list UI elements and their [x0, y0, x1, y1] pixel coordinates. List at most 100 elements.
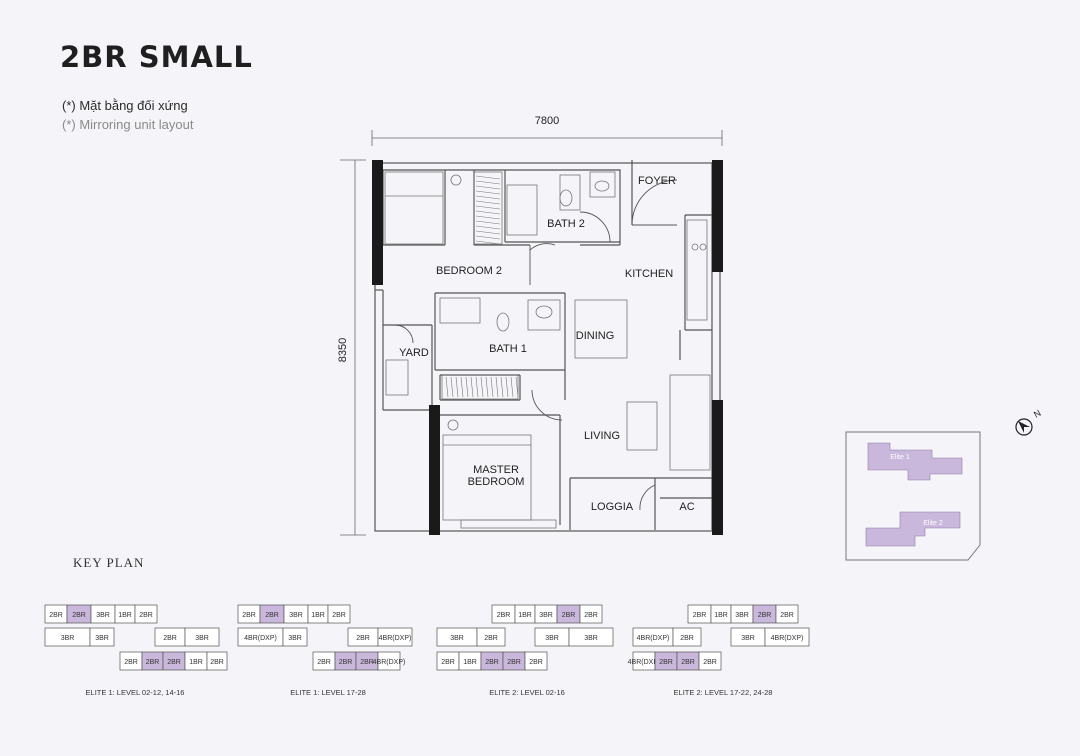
room-living: LIVING [584, 430, 620, 442]
keyplan-unit [568, 627, 614, 647]
hatch-line [445, 376, 449, 398]
keyplan-unit-label: 3BR [545, 635, 559, 642]
keyplan-unit-label: 4BR(DXP) [379, 635, 412, 642]
hatch-line [475, 376, 479, 398]
hatch-line [475, 225, 501, 230]
keyplan-unit-label: 2BR [680, 635, 694, 642]
keyplan-unit-label: 2BR [484, 635, 498, 642]
dimension-lines [340, 130, 723, 536]
hatch-line [475, 180, 501, 185]
hatch-line [475, 240, 501, 245]
keyplan-unit [672, 627, 702, 647]
height-dimension: 8350 [337, 338, 349, 362]
furniture [384, 171, 711, 529]
room-master-line2: BEDROOM [468, 476, 525, 488]
svg-text:N: N [1032, 408, 1043, 420]
north-arrow-icon: N [1015, 408, 1043, 436]
keyplan-unit-label: 3BR [735, 612, 749, 619]
keyplan-unit-label: 3BR [288, 635, 302, 642]
hatch-line [510, 376, 514, 398]
room-kitchen: KITCHEN [625, 268, 673, 280]
hatch-line [475, 230, 501, 235]
hatch-line [515, 376, 519, 398]
site-elite1-label: Elite 1 [890, 454, 910, 461]
site-plan: Elite 1 Elite 2 [845, 431, 981, 561]
keyplan-unit-label: 2BR [356, 635, 370, 642]
keyplan-unit [476, 627, 506, 647]
hatch-line [475, 195, 501, 200]
hatch-line [475, 220, 501, 225]
keyplan-unit-label: 2BR [339, 659, 353, 666]
wardrobes [441, 171, 519, 400]
keyplan-unit-label: 2BR [146, 659, 160, 666]
keyplan-unit [377, 627, 413, 647]
keyplan-unit-label: 2BR [693, 612, 707, 619]
room-foyer: FOYER [638, 175, 676, 187]
keyplan-unit-label: 1BR [463, 659, 477, 666]
site-elite2-label: Elite 2 [923, 520, 943, 527]
wardrobe-hatch [445, 175, 519, 398]
keyplan-unit-label: 1BR [518, 612, 532, 619]
hatch-line [475, 210, 501, 215]
room-loggia: LOGGIA [591, 501, 634, 513]
keyplan-unit-label: 3BR [95, 635, 109, 642]
keyplan-unit-label: 2BR [242, 612, 256, 619]
keyplan-unit-label: 2BR [562, 612, 576, 619]
hatch-line [450, 376, 454, 398]
hatch-line [495, 376, 499, 398]
keyplan-unit-label: 4BR(DXP) [244, 635, 277, 642]
keyplan-unit-label: 2BR [584, 612, 598, 619]
room-yard: YARD [399, 347, 429, 359]
keyplan-unit [282, 627, 308, 647]
keyplan-unit-label: 2BR [507, 659, 521, 666]
room-bedroom2: BEDROOM 2 [436, 265, 502, 277]
keyplan-caption: ELITE 2: LEVEL 17-22, 24-28 [674, 688, 773, 697]
keyplan-unit-label: 3BR [450, 635, 464, 642]
keyplan-unit-label: 2BR [485, 659, 499, 666]
keyplan-unit-label: 2BR [317, 659, 331, 666]
keyplan-unit-label: 1BR [714, 612, 728, 619]
exterior-walls [372, 160, 723, 535]
keyplan-unit-label: 2BR [681, 659, 695, 666]
keyplan-unit [184, 627, 220, 647]
keyplan-unit-label: 2BR [265, 612, 279, 619]
keyplan-unit-label: 3BR [195, 635, 209, 642]
keyplan-unit-label: 2BR [72, 612, 86, 619]
hatch-line [475, 200, 501, 205]
keyplan-unit-label: 1BR [118, 612, 132, 619]
hatch-line [485, 376, 489, 398]
width-dimension: 7800 [535, 115, 559, 127]
room-master-line1: MASTER [473, 464, 519, 476]
room-bath1: BATH 1 [489, 343, 527, 355]
keyplan-unit-label: 4BR(DXP) [637, 635, 670, 642]
hatch-line [455, 376, 459, 398]
hatch-line [475, 235, 501, 240]
room-ac: AC [679, 501, 694, 513]
keyplan-unit [524, 651, 548, 671]
keyplan-unit-label: 3BR [584, 635, 598, 642]
door-swings [394, 179, 678, 511]
keyplan-caption: ELITE 2: LEVEL 02-16 [489, 688, 565, 697]
hatch-line [490, 376, 494, 398]
hatch-line [470, 376, 474, 398]
keyplan-unit [134, 604, 158, 624]
keyplan-unit [206, 651, 228, 671]
mirror-note-en: (*) Mirroring unit layout [62, 117, 194, 132]
keyplan-unit [579, 604, 603, 624]
hatch-line [475, 190, 501, 195]
keyplan-unit [698, 651, 722, 671]
keyplan-unit-label: 2BR [210, 659, 224, 666]
hatch-line [475, 185, 501, 190]
keyplan-unit-label: 4BR(DXP) [771, 635, 804, 642]
keyplan-caption: ELITE 1: LEVEL 17-28 [290, 688, 366, 697]
page-title: 2BR SMALL [60, 40, 253, 74]
hatch-line [475, 205, 501, 210]
keyplan-caption: ELITE 1: LEVEL 02-12, 14-16 [86, 688, 185, 697]
keyplan-unit-label: 3BR [61, 635, 75, 642]
keyplan-unit-label: 3BR [539, 612, 553, 619]
interior-walls [374, 160, 721, 532]
keyplan-unit-label: 3BR [96, 612, 110, 619]
keyplan-unit-label: 3BR [741, 635, 755, 642]
hatch-line [500, 376, 504, 398]
